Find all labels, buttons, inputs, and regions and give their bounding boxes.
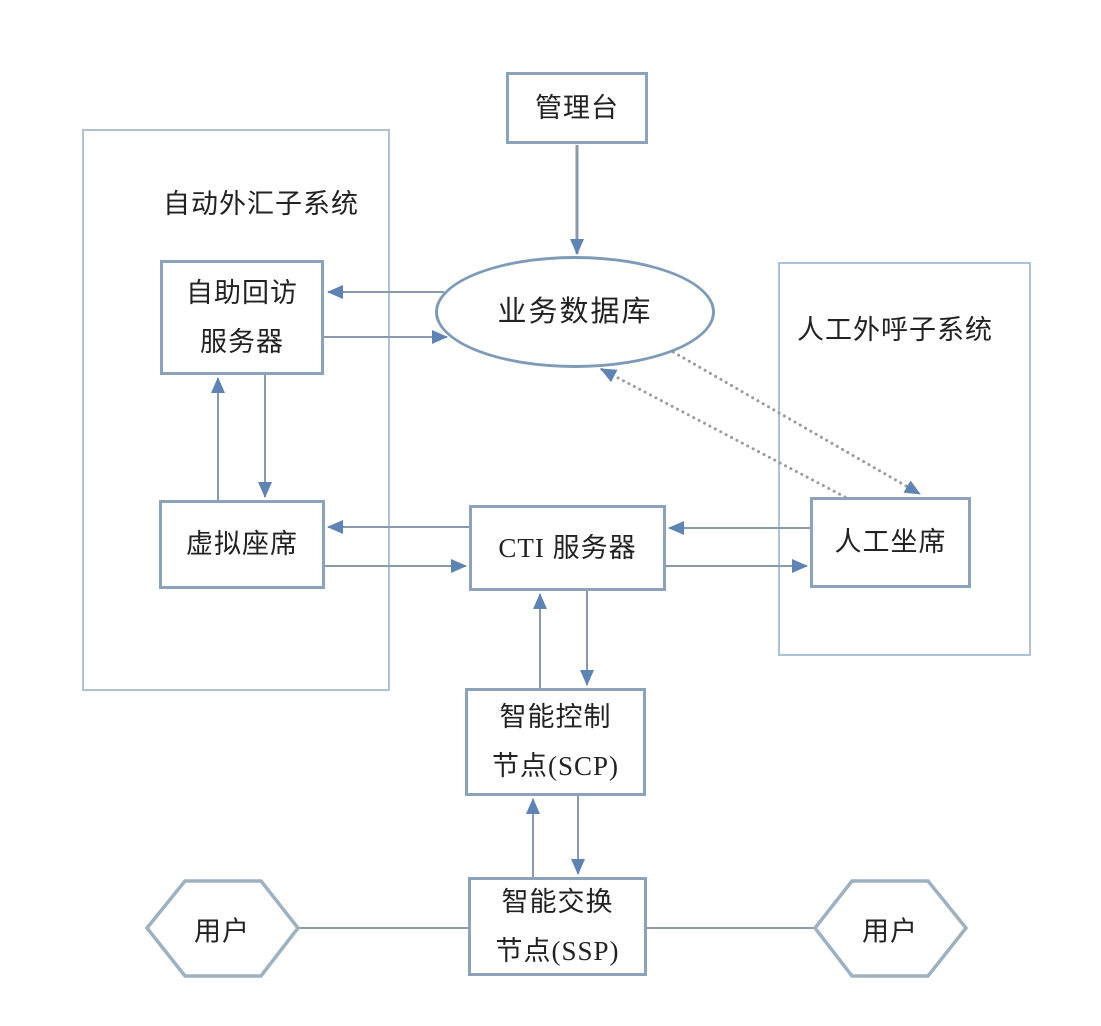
user-right-label: 用户 [862,916,918,947]
node-scp: 智能控制 节点(SCP) [465,688,646,796]
container-auto-callout-subsystem [82,129,390,691]
business-database-label: 业务数据库 [497,295,653,328]
node-callback-server: 自助回访 服务器 [160,260,324,375]
scp-label: 智能控制 节点(SCP) [491,702,620,781]
node-management-console: 管理台 [506,72,648,144]
manual-agent-label: 人工坐席 [834,527,947,558]
node-cti-server: CTI 服务器 [469,505,666,591]
management-console-label: 管理台 [535,92,619,123]
container-manual-callout-subsystem [778,262,1031,656]
node-virtual-agent: 虚拟座席 [159,500,325,589]
user-left-label: 用户 [194,916,250,947]
ssp-label: 智能交换 节点(SSP) [495,886,620,966]
label-auto-callout-subsystem: 自动外汇子系统 [163,189,359,219]
node-manual-agent: 人工坐席 [810,497,971,588]
label-manual-callout-subsystem: 人工外呼子系统 [797,315,993,345]
node-business-database: 业务数据库 [435,256,715,368]
hexagon-user-right [812,879,969,978]
dotted-arrow-database-to-manual-agent [666,347,922,496]
node-ssp: 智能交换 节点(SSP) [468,877,647,976]
cti-server-label: CTI 服务器 [498,532,637,563]
callback-server-label: 自助回访 服务器 [186,277,298,357]
hexagon-user-left [144,879,301,978]
virtual-agent-label: 虚拟座席 [186,529,298,560]
